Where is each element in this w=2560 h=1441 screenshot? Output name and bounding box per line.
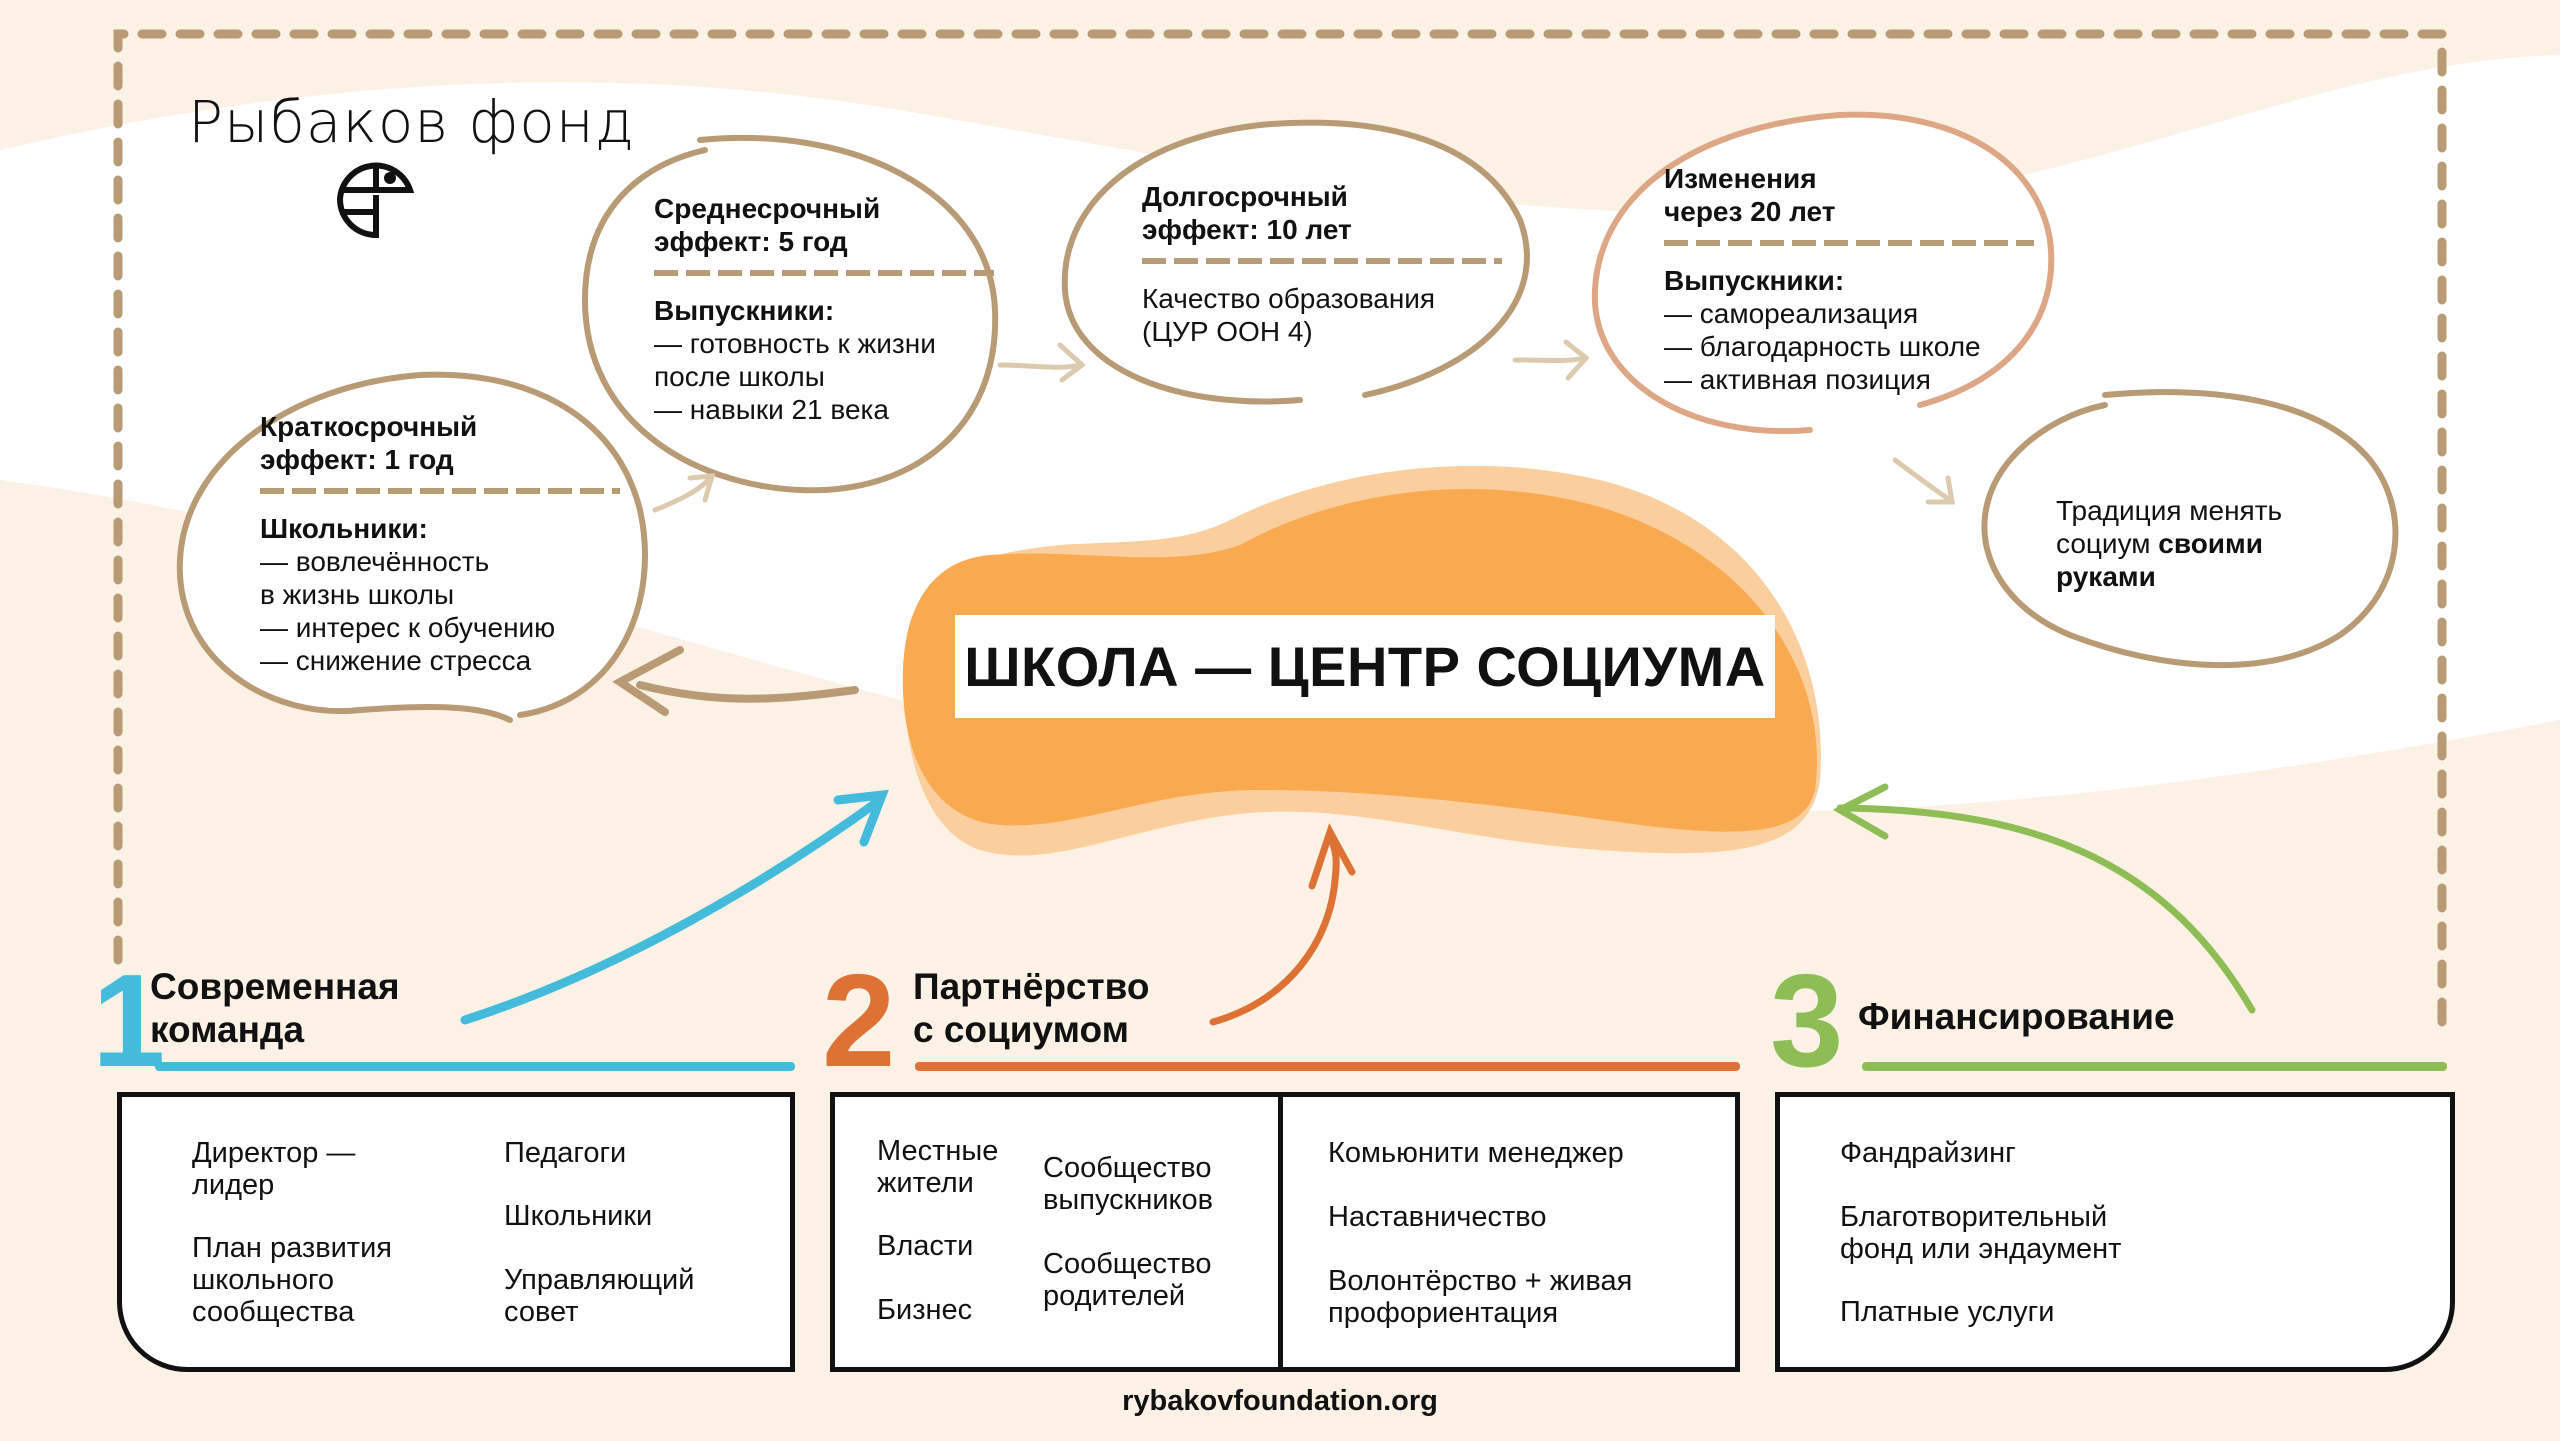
- effect-line: — готовность к жизни: [654, 328, 936, 359]
- effect-20-years: Изменения через 20 лет Выпускники: — сам…: [1664, 162, 2034, 396]
- effect-title: Изменения: [1664, 163, 1817, 194]
- team-item: Директор —лидер: [192, 1137, 356, 1201]
- section-underline: [1862, 1062, 2447, 1071]
- partner-practice-item: Наставничество: [1328, 1201, 1547, 1233]
- bubble-tradition: [1981, 389, 2399, 669]
- center-label: ШКОЛА — ЦЕНТР СОЦИУМА: [955, 615, 1775, 718]
- effect-subtitle: Выпускники:: [1664, 265, 1845, 296]
- effect-title: Долгосрочный: [1142, 181, 1348, 212]
- effect-line: — вовлечённость: [260, 546, 490, 577]
- effect-subtitle: Выпускники:: [654, 295, 835, 326]
- section-number: 3: [1770, 947, 1844, 1094]
- section-number: 1: [92, 947, 166, 1094]
- arrow-partnership-to-center: [1209, 823, 1356, 1026]
- effect-line: — снижение стресса: [260, 645, 532, 676]
- arrow-center-to-short-term: [612, 646, 859, 716]
- partner-item: Бизнес: [877, 1294, 973, 1326]
- footer-url[interactable]: rybakovfoundation.org: [1122, 1385, 1438, 1417]
- section-underline: [915, 1062, 1740, 1071]
- dashed-divider: [1142, 258, 1502, 264]
- effect-title: эффект: 1 год: [260, 444, 454, 475]
- tradition-text: Традиция менять социум своими руками: [2056, 494, 2356, 593]
- tradition-emphasis: своими: [2158, 528, 2263, 559]
- effect-line: после школы: [654, 361, 825, 392]
- effect-title: Краткосрочный: [260, 411, 478, 442]
- box-divider: [1278, 1097, 1283, 1367]
- section-title-line: команда: [150, 1009, 305, 1050]
- section-underline: [155, 1062, 795, 1071]
- effect-line: (ЦУР ООН 4): [1142, 316, 1313, 347]
- effect-line: — интерес к обучению: [260, 612, 556, 643]
- section-title-partnership: Партнёрство с социумом: [913, 965, 1150, 1051]
- section-title-line: с социумом: [913, 1009, 1129, 1050]
- bubble-20-years: [1591, 111, 2055, 435]
- logo-text: Рыбаков фонд: [188, 88, 635, 156]
- section-title-finance: Финансирование: [1858, 996, 2175, 1037]
- effect-line: — благодарность школе: [1664, 331, 1981, 362]
- dashed-divider: [1664, 240, 2034, 246]
- effect-subtitle: Школьники:: [260, 513, 428, 544]
- team-item: Педагоги: [504, 1137, 627, 1169]
- tradition-line: Традиция менять: [2056, 495, 2283, 526]
- arrow-long-to-20: [1512, 339, 1590, 381]
- effect-short-term: Краткосрочный эффект: 1 год Школьники: —…: [260, 410, 620, 677]
- effect-long-term: Долгосрочный эффект: 10 лет Качество обр…: [1142, 180, 1502, 348]
- effect-line: — активная позиция: [1664, 364, 1931, 395]
- partner-item: Власти: [877, 1230, 974, 1262]
- effect-title: эффект: 5 год: [654, 226, 848, 257]
- dashed-divider: [260, 488, 620, 494]
- effect-title: через 20 лет: [1664, 196, 1836, 227]
- section-title-team: Современная команда: [150, 965, 400, 1051]
- section-title-line: Современная: [150, 966, 400, 1007]
- finance-item: Платные услуги: [1840, 1296, 2055, 1328]
- partner-practice-item: Комьюнити менеджер: [1328, 1137, 1624, 1169]
- bubble-short-term: [176, 371, 648, 723]
- arrow-mid-to-long: [997, 342, 1086, 383]
- tradition-line: социум: [2056, 528, 2159, 559]
- arrow-team-to-center: [460, 789, 889, 1025]
- rybakov-fish-icon: [336, 162, 415, 239]
- effect-line: — самореализация: [1664, 298, 1919, 329]
- effect-title: эффект: 10 лет: [1142, 214, 1352, 245]
- section-number: 2: [822, 947, 896, 1094]
- arrow-finance-to-center: [1832, 783, 2256, 1014]
- bubble-mid-term: [581, 134, 999, 494]
- arrow-short-to-mid: [652, 473, 716, 513]
- team-item: Школьники: [504, 1200, 653, 1232]
- dashed-frame: [113, 29, 2447, 1045]
- effect-line: — навыки 21 века: [654, 394, 889, 425]
- effect-mid-term: Среднесрочный эффект: 5 год Выпускники: …: [654, 192, 994, 426]
- tradition-emphasis: руками: [2056, 561, 2156, 592]
- section-title-line: Партнёрство: [913, 966, 1150, 1007]
- finance-item: Фандрайзинг: [1840, 1137, 2016, 1169]
- effect-line: Качество образования: [1142, 283, 1436, 314]
- effect-line: в жизнь школы: [260, 579, 455, 610]
- effect-title: Среднесрочный: [654, 193, 881, 224]
- arrow-20-to-tradition: [1892, 457, 1955, 505]
- dashed-divider: [654, 270, 994, 276]
